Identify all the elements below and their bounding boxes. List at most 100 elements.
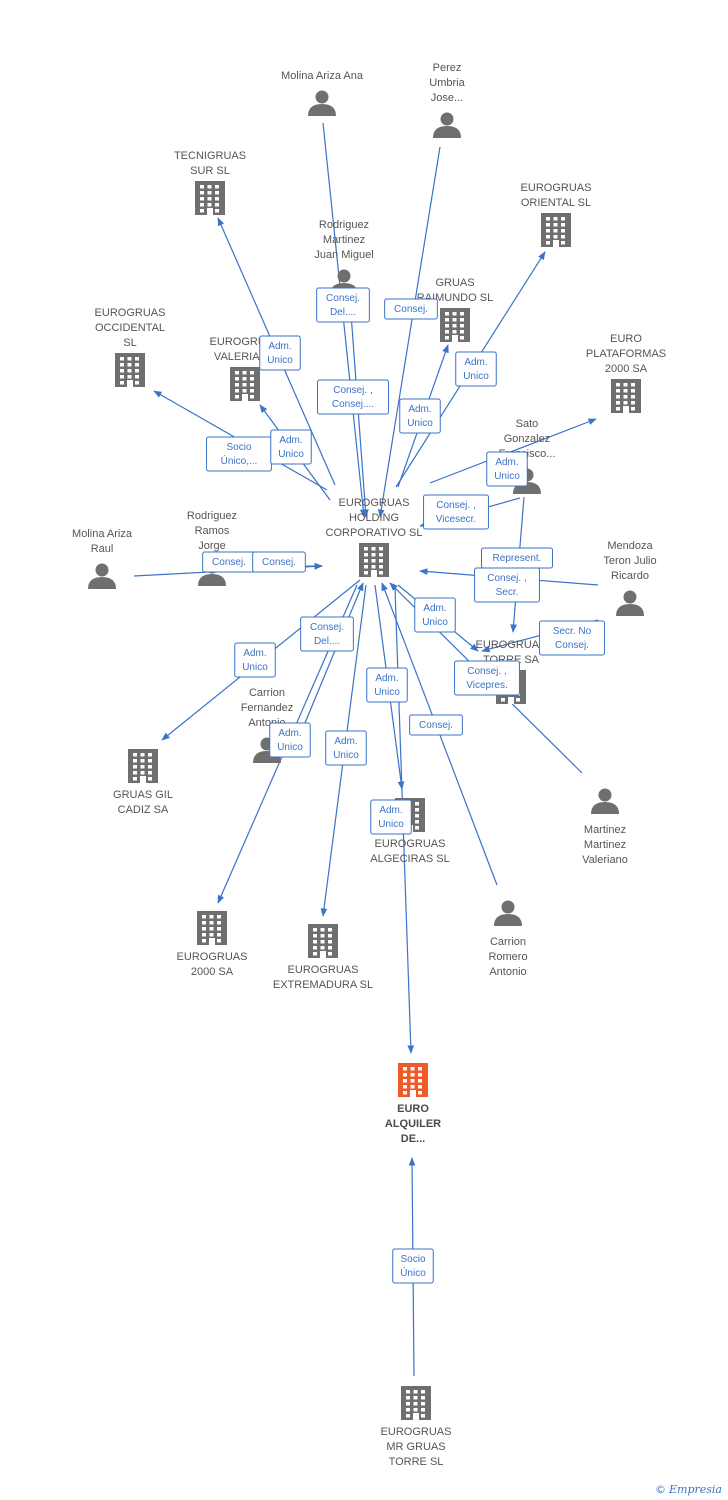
building-icon <box>440 308 470 342</box>
relation-label[interactable]: Adm. Unico <box>270 429 312 465</box>
relation-label[interactable]: Consej. <box>384 298 438 320</box>
relation-label-box <box>234 642 276 678</box>
relation-label-box <box>366 667 408 703</box>
node-label: Jose... <box>431 92 463 104</box>
node-label: OCCIDENTAL <box>95 322 165 334</box>
node-label: Juan Miguel <box>314 249 373 261</box>
node-focus[interactable]: EUROALQUILERDE... <box>385 1063 441 1145</box>
relation-label-text: Consej. <box>326 293 360 304</box>
relation-label-text: Unico <box>278 449 304 460</box>
node-label: Umbria <box>429 77 465 89</box>
node-label: GRUAS <box>435 277 474 289</box>
node-label: DE... <box>401 1133 425 1145</box>
relation-label[interactable]: Consej. ,Consej.... <box>317 379 389 415</box>
relation-label[interactable]: Consej.Del.... <box>300 616 354 652</box>
relation-label-box <box>399 398 441 434</box>
relation-label[interactable]: Adm.Unico <box>414 597 456 633</box>
node-label: CORPORATIVO SL <box>326 527 423 539</box>
node-label: Romero <box>488 951 527 963</box>
relation-label-box <box>384 298 438 320</box>
building-icon <box>611 379 641 413</box>
relation-label[interactable]: Consej. <box>252 551 306 573</box>
edge-holding-to-plataformas <box>429 418 597 484</box>
relation-label[interactable]: Consej. ,Secr. <box>474 567 540 603</box>
relation-label[interactable]: Consej. <box>202 551 256 573</box>
relation-label[interactable]: Consej. <box>409 714 463 736</box>
building-icon <box>401 1386 431 1420</box>
relation-label[interactable]: Adm.Unico <box>234 642 276 678</box>
relation-label-text: Consej. <box>419 720 453 731</box>
node-label: Martinez <box>584 824 626 836</box>
node-label: Antonio <box>489 966 526 978</box>
relation-label-text: Consej. <box>262 557 296 568</box>
node-label: TECNIGRUAS <box>174 150 246 162</box>
relation-label-text: Adm. <box>408 404 431 415</box>
relation-label-text: Secr. <box>496 587 519 598</box>
relation-label[interactable]: Adm.Unico <box>259 335 301 371</box>
relation-label-text: Unico <box>374 687 400 698</box>
node-label: HOLDING <box>349 512 399 524</box>
relation-label[interactable]: Adm.Unico <box>399 398 441 434</box>
relation-label[interactable]: Consej. ,Vicesecr. <box>423 494 489 530</box>
relation-label-text: Adm. <box>278 728 301 739</box>
relation-label[interactable]: Adm.Unico <box>325 730 367 766</box>
relation-label-text: Consej. , <box>333 385 372 396</box>
person-icon <box>433 112 461 138</box>
relation-label-box <box>414 597 456 633</box>
relation-label-text: Adm. <box>464 357 487 368</box>
relation-label-text: Adm. <box>279 435 302 446</box>
relation-label-text: Socio <box>400 1254 425 1265</box>
relation-label[interactable]: Adm.Unico <box>366 667 408 703</box>
building-icon <box>115 353 145 387</box>
person-icon <box>308 90 336 116</box>
relation-label[interactable]: Consej. ,Vicepres. <box>454 660 520 696</box>
relation-label[interactable]: Consej.Del.... <box>316 287 370 323</box>
relation-label[interactable]: Adm.Unico <box>486 451 528 487</box>
relation-label-box <box>486 451 528 487</box>
node-label: Rodriguez <box>187 510 237 522</box>
relation-label-text: Unico <box>463 371 489 382</box>
building-icon <box>359 543 389 577</box>
relation-label-box <box>392 1248 434 1284</box>
node-label: Mendoza <box>607 540 653 552</box>
node-label: MR GRUAS <box>386 1441 445 1453</box>
relation-label[interactable]: SocioÚnico,... <box>206 436 272 472</box>
relation-label[interactable]: Adm.Unico <box>370 799 412 835</box>
node-label: Gonzalez <box>504 433 550 445</box>
node-label: Sato <box>516 418 539 430</box>
node-label: 2000 SA <box>191 966 234 978</box>
relation-label-text: Adm. <box>268 341 291 352</box>
relation-label[interactable]: Adm.Unico <box>269 722 311 758</box>
relation-label[interactable]: Represent. <box>481 547 553 569</box>
node-perez[interactable]: PerezUmbriaJose... <box>429 62 466 138</box>
relation-label[interactable]: Adm. Unico <box>455 351 497 387</box>
node-molina_ana[interactable]: Molina Ariza Ana <box>281 70 364 116</box>
relation-label-box <box>252 551 306 573</box>
edge-carrion_fa-to-holding <box>299 582 364 736</box>
relation-label-text: Del.... <box>314 636 340 647</box>
node-label: Martinez <box>323 234 365 246</box>
relation-label-text: Adm. <box>379 805 402 816</box>
node-label: EUROGRUAS <box>521 182 592 194</box>
relation-label-text: Vicepres. <box>466 680 508 691</box>
